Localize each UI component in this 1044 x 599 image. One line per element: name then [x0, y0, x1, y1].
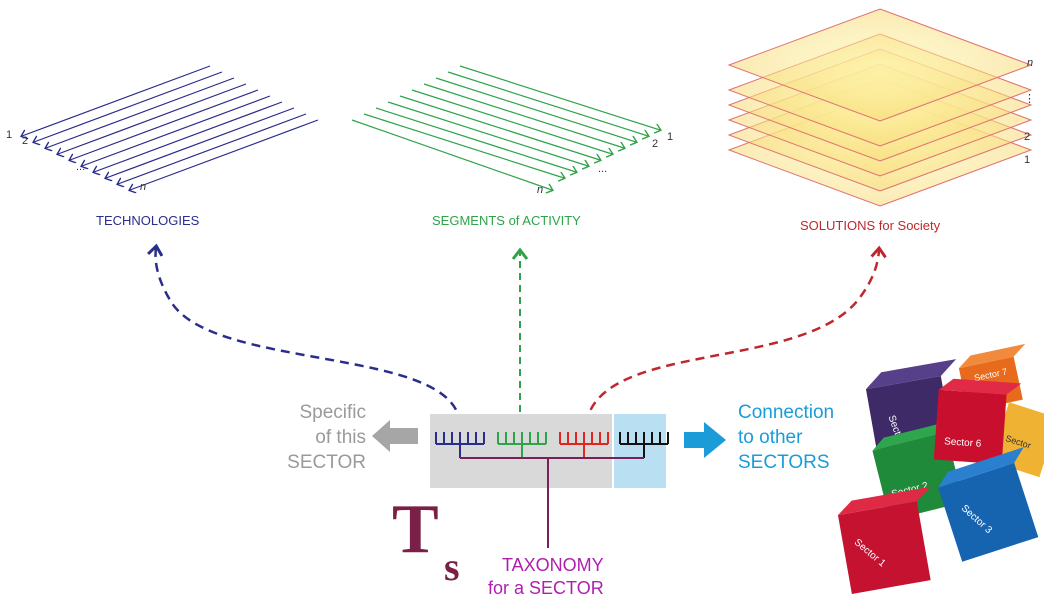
technologies-marks: 1 2 ... n — [6, 129, 146, 193]
segments-marks: 1 2 ... n — [537, 131, 673, 196]
cube-sector-3: Sector 3 — [938, 447, 1039, 562]
svg-text:SECTORS: SECTORS — [738, 452, 830, 473]
comb-trees — [435, 432, 669, 548]
specific-arrow — [372, 420, 418, 452]
technologies-label: TECHNOLOGIES — [96, 213, 200, 228]
seg-mark-1: 1 — [667, 131, 673, 143]
seg-mark-3: ... — [598, 163, 607, 175]
svg-text:SECTOR: SECTOR — [287, 452, 366, 473]
segments-label: SEGMENTS of ACTIVITY — [432, 213, 581, 228]
comb-connection — [619, 432, 669, 458]
segments-lines — [351, 65, 660, 190]
comb-root — [460, 457, 644, 548]
cube-sector-1: Sector 1 — [837, 486, 931, 594]
taxonomy-label: TAXONOMY for a SECTOR — [488, 555, 604, 598]
solutions-marks: n ⋮ 2 1 — [1024, 57, 1035, 166]
connection-box — [614, 414, 666, 488]
tech-mark-2: 2 — [22, 135, 28, 147]
sol-mark-dots: ⋮ — [1024, 93, 1035, 105]
seg-mark-n: n — [537, 184, 543, 196]
comb-tech — [435, 432, 485, 458]
svg-text:for a SECTOR: for a SECTOR — [488, 578, 604, 598]
svg-text:TAXONOMY: TAXONOMY — [502, 555, 604, 575]
solutions-label: SOLUTIONS for Society — [800, 218, 941, 233]
tech-mark-1: 1 — [6, 129, 12, 141]
svg-text:Sector 6: Sector 6 — [944, 436, 982, 450]
sol-mark-n: n — [1027, 57, 1033, 69]
sol-mark-1: 1 — [1024, 154, 1030, 166]
tech-connector — [156, 248, 462, 425]
seg-mark-2: 2 — [652, 138, 658, 150]
sector-cubes: Sector 5 Sector 7 Sector Sector 2 Sector… — [837, 343, 1044, 594]
cube-sector-6: Sector 6 — [933, 378, 1022, 465]
svg-text:of this: of this — [315, 427, 366, 448]
specific-label: Specific of this SECTOR — [287, 402, 366, 473]
connection-label: Connection to other SECTORS — [738, 402, 834, 473]
sol-mark-2: 2 — [1024, 131, 1030, 143]
solutions-connector — [584, 250, 879, 425]
tech-mark-n: n — [140, 181, 146, 193]
svg-text:Connection: Connection — [738, 402, 834, 423]
svg-text:Specific: Specific — [299, 402, 366, 423]
comb-sol — [559, 432, 609, 458]
solutions-layers — [727, 8, 1033, 207]
comb-seg — [497, 432, 547, 458]
ts-T: T — [392, 491, 439, 568]
connection-arrow — [684, 422, 726, 458]
svg-text:to other: to other — [738, 427, 803, 448]
technologies-lines — [22, 65, 319, 190]
ts-s: s — [444, 544, 460, 589]
tech-mark-3: ... — [76, 161, 85, 173]
